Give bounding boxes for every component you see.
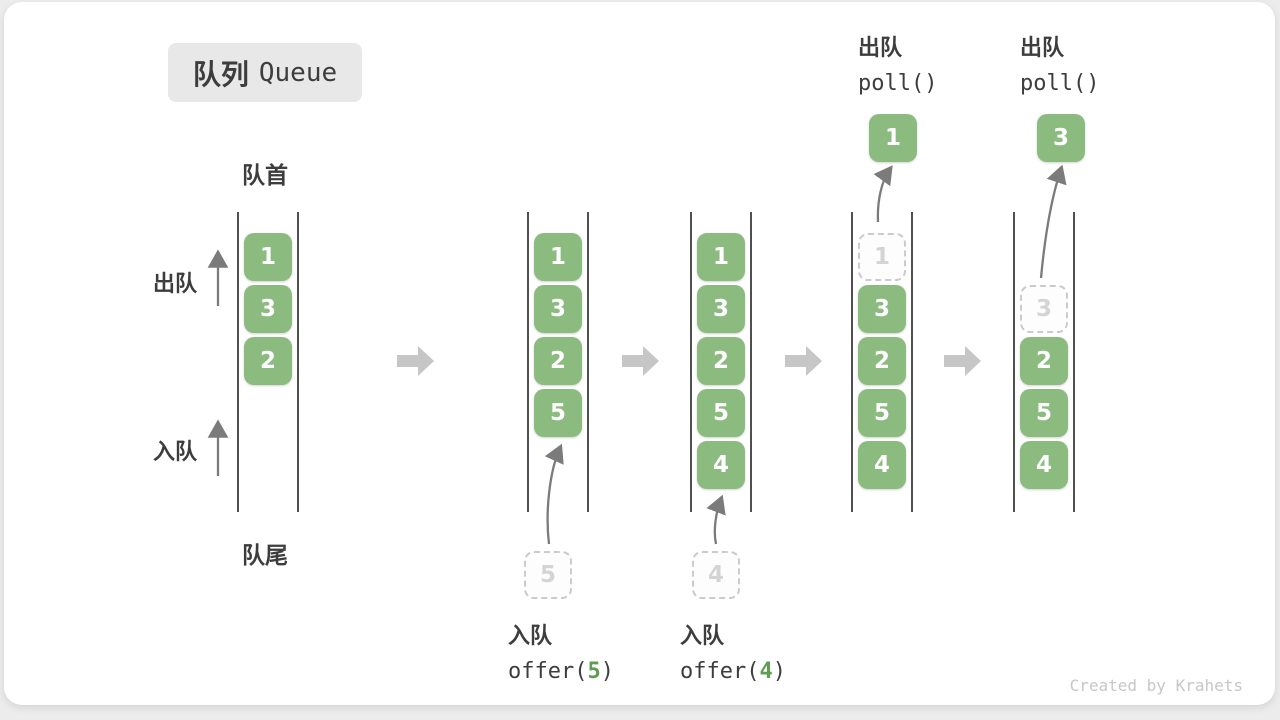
queue-wall-right <box>1073 212 1075 512</box>
op-code: offer(5) <box>508 659 614 684</box>
op-code-post: ) <box>600 659 614 684</box>
op-caption-poll3: 出队 poll() <box>1020 30 1099 96</box>
op-code-pre: offer( <box>508 659 588 684</box>
queue-cell: 5 <box>1020 389 1068 437</box>
label-dequeue: 出队 <box>153 272 198 297</box>
queue-cell: 5 <box>858 389 906 437</box>
queue-cell: 4 <box>697 441 745 489</box>
queue-cell-removed: 1 <box>858 233 906 281</box>
op-label: 出队 <box>1020 36 1065 61</box>
queue-cell: 1 <box>244 233 292 281</box>
queue-cell: 2 <box>244 337 292 385</box>
op-code: poll() <box>1020 71 1100 96</box>
staged-cell-offer5: 5 <box>524 551 572 599</box>
watermark: Created by Krahets <box>1069 676 1243 695</box>
queue-cell: 2 <box>697 337 745 385</box>
queue-cell: 1 <box>534 233 582 281</box>
label-queue-front: 队首 <box>242 163 288 189</box>
op-label: 出队 <box>858 36 903 61</box>
queue-wall-right <box>587 212 589 512</box>
op-label: 入队 <box>680 624 725 649</box>
queue-state-poll1: 1 3 2 5 4 <box>851 212 913 512</box>
label-enqueue: 入队 <box>153 440 198 465</box>
queue-state-offer4: 1 3 2 5 4 <box>690 212 752 512</box>
queue-cell: 2 <box>1020 337 1068 385</box>
op-code: offer(4) <box>680 659 786 684</box>
queue-wall-left <box>690 212 692 512</box>
queue-wall-left <box>237 212 239 512</box>
queue-cell: 5 <box>534 389 582 437</box>
title-en: Queue <box>258 57 338 88</box>
op-code: poll() <box>858 71 938 96</box>
title-zh: 队列 <box>192 57 249 91</box>
op-label: 入队 <box>508 624 553 649</box>
canvas-card <box>4 2 1275 705</box>
queue-wall-right <box>297 212 299 512</box>
queue-wall-left <box>527 212 529 512</box>
op-code-pre: offer( <box>680 659 760 684</box>
queue-cell: 4 <box>1020 441 1068 489</box>
op-code-arg: 4 <box>759 659 773 684</box>
queue-cell-removed: 3 <box>1020 285 1068 333</box>
op-code-post: ) <box>772 659 786 684</box>
queue-wall-left <box>851 212 853 512</box>
queue-cell: 3 <box>858 285 906 333</box>
label-queue-rear: 队尾 <box>242 543 288 569</box>
queue-cell: 2 <box>534 337 582 385</box>
queue-cell: 3 <box>534 285 582 333</box>
queue-cell: 2 <box>858 337 906 385</box>
queue-wall-left <box>1013 212 1015 512</box>
queue-cell: 3 <box>697 285 745 333</box>
polled-cell-3: 3 <box>1037 114 1085 162</box>
queue-state-initial: 1 3 2 <box>237 212 299 512</box>
op-code-arg: 5 <box>587 659 601 684</box>
queue-cell: 5 <box>697 389 745 437</box>
op-caption-offer4: 入队 offer(4) <box>680 618 786 684</box>
queue-state-poll3: 3 2 5 4 <box>1013 212 1075 512</box>
polled-cell-1: 1 <box>869 114 917 162</box>
queue-state-offer5: 1 3 2 5 <box>527 212 589 512</box>
queue-cell: 1 <box>697 233 745 281</box>
queue-wall-right <box>911 212 913 512</box>
op-caption-offer5: 入队 offer(5) <box>508 618 614 684</box>
op-caption-poll1: 出队 poll() <box>858 30 937 96</box>
queue-cell: 3 <box>244 285 292 333</box>
staged-cell-offer4: 4 <box>692 551 740 599</box>
queue-wall-right <box>750 212 752 512</box>
title-badge: 队列 Queue <box>168 43 362 102</box>
queue-cell: 4 <box>858 441 906 489</box>
